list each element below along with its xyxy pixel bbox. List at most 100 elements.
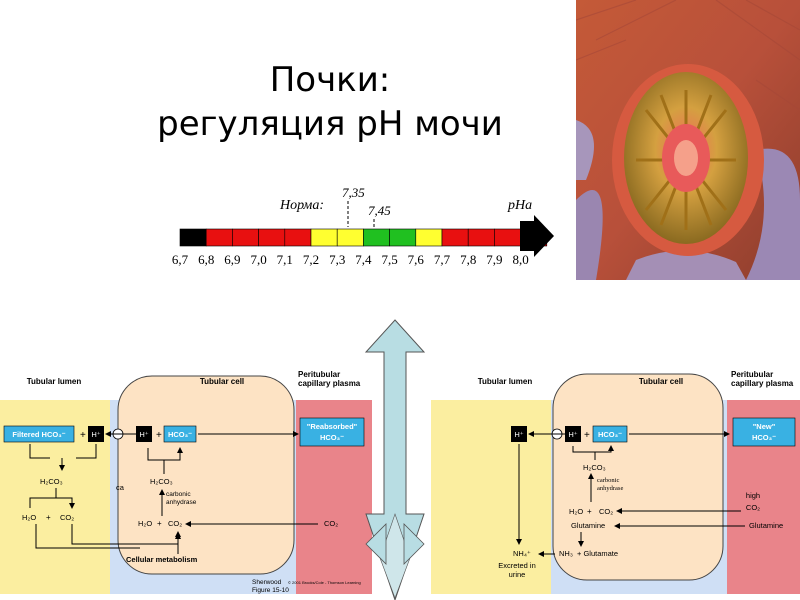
h-cell-box — [136, 426, 152, 442]
h-lumen-label: H⁺ — [91, 430, 100, 439]
scale-tick-label: 6,7 — [172, 252, 189, 267]
h-lumen-box — [88, 426, 104, 442]
scale-segments — [179, 228, 548, 247]
caption-1: Sherwood — [252, 579, 282, 586]
filtered-hco3-box — [3, 425, 75, 443]
scale-arrowhead — [520, 215, 554, 257]
scale-segment — [494, 228, 521, 247]
co2-lumen: CO₂ — [60, 513, 74, 522]
slide-title: Почки: регуляция pH мочи — [110, 58, 550, 146]
plus-cell: + — [156, 430, 162, 441]
carbonic-2: anhydrase — [166, 499, 197, 506]
scale-segment — [258, 228, 286, 247]
new-label-2: HCO₃⁻ — [752, 433, 776, 442]
co2-plasma: CO₂ — [324, 519, 338, 528]
scale-tick-label: 7,2 — [303, 252, 319, 267]
plus-right: + — [584, 430, 590, 441]
h2co3-right: H₂CO₃ — [583, 463, 606, 472]
reabsorbed-label-2: HCO₃⁻ — [320, 433, 344, 442]
h-cell-box-right — [565, 426, 581, 442]
glutamine-cell: Glutamine — [571, 521, 605, 530]
glutamate-label: + Glutamate — [577, 549, 618, 558]
kidney-tubule-micrograph — [576, 0, 800, 280]
scale-tick-label: 7,7 — [434, 252, 451, 267]
col-plasma-header-1: Peritubular — [298, 370, 340, 379]
metabolism-label: Cellular metabolism — [126, 555, 198, 564]
col-plasma-header-right-2: capillary plasma — [731, 379, 794, 388]
scale-tick-label: 7,0 — [250, 252, 266, 267]
plus-right-2: + — [587, 507, 592, 516]
hco3-cell-label-right: HCO₃⁻ — [598, 430, 622, 439]
reabsorbed-label-1: "Reabsorbed" — [307, 422, 358, 431]
carbonic-right-2: anhydrase — [597, 485, 623, 492]
col-cell-header-right: Tubular cell — [639, 377, 683, 386]
copyright: © 2001 Brooks/Cole - Thomson Learning — [288, 580, 361, 585]
h2o-lumen: H₂O — [22, 513, 36, 522]
scale-tick-label: 7,4 — [355, 252, 372, 267]
plus-lumen: + — [80, 430, 86, 441]
scale-segment — [441, 228, 469, 247]
col-lumen-header: Tubular lumen — [27, 377, 82, 386]
scale-segment — [363, 228, 390, 247]
h2o-cell: H₂O — [138, 519, 152, 528]
scale-tick-label: 6,9 — [224, 252, 240, 267]
carbonic-1: carbonic — [166, 491, 191, 498]
scale-tick-label: 8,0 — [512, 252, 528, 267]
scale-segment — [232, 228, 259, 247]
co2-cell-right: CO₂ — [599, 507, 613, 516]
new-hco3-box — [732, 417, 796, 447]
co2-plasma-right: CO₂ — [746, 503, 760, 512]
scale-segment — [336, 228, 364, 247]
scale-segment — [179, 228, 207, 247]
new-label-1: "New" — [753, 422, 776, 431]
scale-tick-label: 7,6 — [408, 252, 425, 267]
scale-tick-label: 7,3 — [329, 252, 345, 267]
col-cell-header: Tubular cell — [200, 377, 244, 386]
h-lumen-box-right — [511, 426, 527, 442]
upper-normal-label: 7,45 — [368, 203, 391, 218]
col-plasma-header-2: capillary plasma — [298, 379, 361, 388]
scale-segment — [205, 228, 233, 247]
scale-tick-label: 7,5 — [381, 252, 397, 267]
h-cell-label: H⁺ — [139, 430, 148, 439]
scale-tick-label: 7,1 — [277, 252, 293, 267]
scale-segment — [467, 228, 495, 247]
excreted-1: Excreted in — [498, 561, 536, 570]
glutamine-plasma: Glutamine — [749, 521, 783, 530]
nh3-label: NH₃ — [559, 549, 573, 558]
new-hco3-diagram: Tubular lumen Tubular cell Peritubular c… — [431, 370, 800, 594]
col-lumen-header-right: Tubular lumen — [478, 377, 533, 386]
scale-segment — [284, 228, 312, 247]
reabsorbed-hco3-box — [299, 417, 365, 447]
scale-segment — [415, 228, 443, 247]
scale-segment — [310, 228, 338, 247]
scale-tick-label: 7,8 — [460, 252, 476, 267]
high-label: high — [746, 491, 760, 500]
h2co3-cell: H₂CO₃ — [150, 477, 173, 486]
norm-label: Норма: — [279, 198, 324, 213]
caption-2: Figure 15-10 — [252, 587, 289, 594]
title-line-1: Почки: — [269, 60, 391, 100]
h-cell-label-right: H⁺ — [568, 430, 577, 439]
scale-tick-label: 6,8 — [198, 252, 214, 267]
h2o-right: H₂O — [569, 507, 583, 516]
scale-tick-labels: 6,7 6,8 6,9 7,0 7,1 7,2 7,3 7,4 7,5 7,6 7,7 7,8 7,9 8… — [172, 252, 529, 267]
hco3-cell-label: HCO₃⁻ — [168, 430, 192, 439]
scale-segment — [389, 228, 417, 247]
title-line-2: регуляция pH мочи — [157, 104, 503, 144]
hco3-cell-box — [163, 425, 197, 443]
plus-cell-2: + — [157, 519, 162, 528]
plus-lumen-2: + — [46, 513, 51, 522]
excreted-2: urine — [509, 570, 526, 579]
tubular-cell-body-right — [552, 373, 724, 581]
ca-label: ca — [116, 483, 125, 492]
h-lumen-label-right: H⁺ — [514, 430, 523, 439]
scale-tick-label: 7,9 — [486, 252, 502, 267]
filtered-hco3-label: Filtered HCO₃⁻ — [12, 430, 65, 439]
co2-cell: CO₂ — [168, 519, 182, 528]
hco3-reabsorption-diagram: Tubular lumen Tubular cell Peritubular c… — [0, 370, 372, 594]
ph-axis-label: pHa — [507, 198, 532, 213]
col-plasma-header-right-1: Peritubular — [731, 370, 773, 379]
h2co3-lumen: H₂CO₃ — [40, 477, 63, 486]
